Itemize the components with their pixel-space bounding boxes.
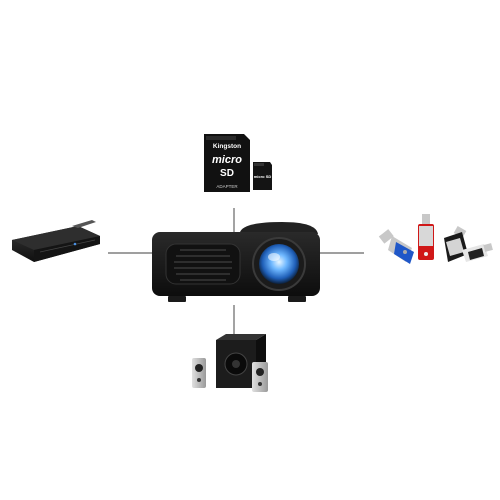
projector-foot-left <box>168 296 186 302</box>
usb-drive-white <box>462 243 493 262</box>
usb-drive-blue <box>378 229 414 264</box>
projector-lens <box>259 244 299 284</box>
connector-lines <box>108 208 364 340</box>
projector-foot-right <box>288 296 306 302</box>
sd-adapter-notch <box>206 136 236 140</box>
projector-icon <box>152 222 320 302</box>
dvd-player-icon <box>12 220 100 262</box>
usb-drive-red <box>418 214 434 260</box>
sd-label-text: micro <box>212 154 242 166</box>
lens-highlight <box>268 253 280 261</box>
micro-sd-card <box>253 162 272 190</box>
speakers-icon <box>192 334 268 392</box>
sd-adapter <box>204 134 250 192</box>
usb-drive-black <box>444 226 468 262</box>
micro-sd-card-text: micro SD <box>254 174 272 179</box>
sd-adapter-text: ADAPTER <box>216 184 238 189</box>
sd-card-icon: Kingston micro SD ADAPTER micro SD <box>204 134 272 192</box>
speaker-right <box>252 362 268 392</box>
sd-brand-text: Kingston <box>213 143 241 150</box>
dvd-cable <box>72 220 96 228</box>
sd-sub-text: SD <box>220 168 234 179</box>
usb-drives-icon <box>378 214 493 264</box>
speaker-left <box>192 358 206 388</box>
projector-top <box>240 222 318 234</box>
